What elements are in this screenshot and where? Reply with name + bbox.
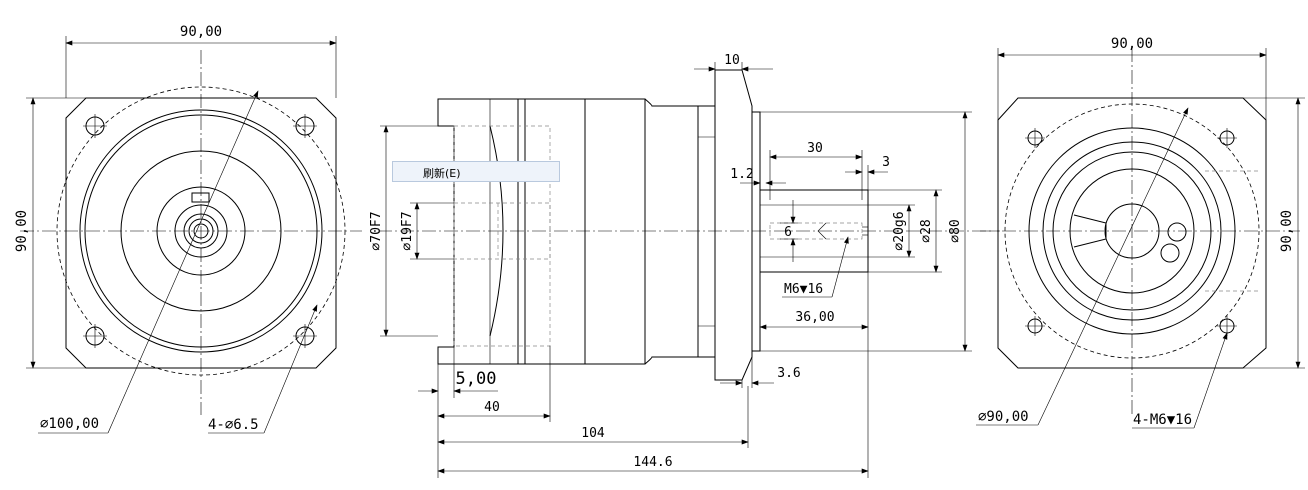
left-end-view: 90,00 90,00 ⌀100,00 4-⌀6.5: [14, 24, 362, 434]
context-menu[interactable]: 刷新(E): [392, 161, 560, 182]
tap-label: M6▼16: [784, 282, 823, 297]
dim-input-offset: 5,00: [456, 369, 497, 389]
output-shaft: [759, 189, 869, 273]
dim-flange-thickness: 10: [724, 53, 740, 68]
left-square-flange: [65, 97, 337, 369]
dim-total-length: 144.6: [633, 455, 672, 470]
dim-shaft-total: 36,00: [795, 310, 834, 325]
dim-shaft-diameter: ⌀20g6: [892, 211, 907, 250]
dim-input-bore: ⌀70F7: [369, 211, 384, 250]
dim-input-depth: 40: [484, 400, 500, 415]
left-mount-hole: [83, 114, 107, 138]
left-pcd-label: ⌀100,00: [40, 416, 99, 432]
input-housing: [437, 98, 519, 365]
right-end-view: 90,00 90,00 ⌀90,00 4-M6▼16: [976, 36, 1305, 429]
left-width-dimension: 90,00: [180, 24, 222, 40]
menu-item-refresh[interactable]: 刷新(E): [423, 167, 461, 180]
right-mount-hole: [1217, 128, 1237, 148]
dim-pilot-height: 3.6: [777, 366, 800, 381]
dim-shaft-length: 30: [807, 141, 823, 156]
right-pcd-circle: [1004, 103, 1260, 359]
right-width-dimension: 90,00: [1111, 36, 1153, 52]
dim-chamfer: 1.2: [730, 167, 753, 182]
dim-body-length: 104: [581, 426, 605, 441]
gearbox-body: [524, 98, 586, 365]
left-mount-hole: [293, 324, 317, 348]
right-mount-hole: [1025, 128, 1045, 148]
left-pcd-circle: [56, 86, 346, 376]
right-holes-label: 4-M6▼16: [1133, 412, 1192, 428]
dim-motor-shaft: ⌀19F7: [400, 211, 415, 250]
right-mount-hole: [1025, 316, 1045, 336]
dim-pilot-diameter: ⌀80: [948, 219, 963, 242]
dim-shoulder-diameter: ⌀28: [919, 219, 934, 242]
side-view: 10 30 3 1.2 6 M6▼16 ⌀20g6 ⌀28: [369, 53, 1000, 478]
left-height-dimension: 90,00: [14, 210, 30, 252]
dim-key-width: 6: [784, 225, 792, 240]
output-flange: [714, 69, 753, 381]
left-mount-hole: [83, 324, 107, 348]
left-holes-label: 4-⌀6.5: [208, 417, 259, 433]
left-mount-hole: [293, 114, 317, 138]
dim-key-end: 3: [882, 155, 890, 170]
right-height-dimension: 90,00: [1279, 210, 1295, 252]
right-pcd-label: ⌀90,00: [978, 409, 1029, 425]
